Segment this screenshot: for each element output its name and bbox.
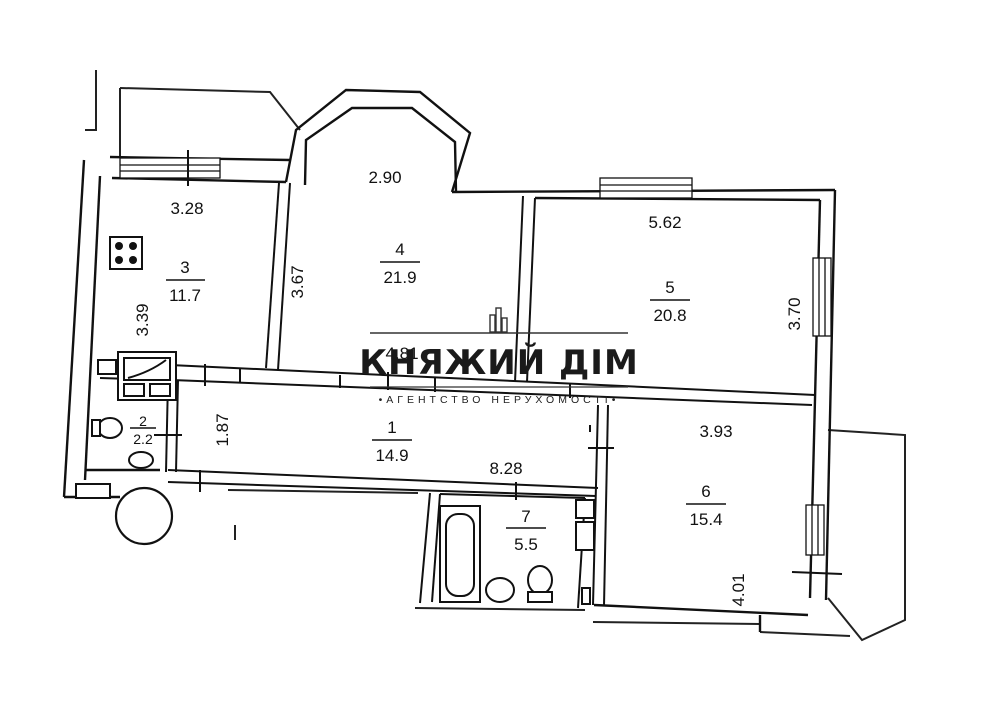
room-3-number: 3 (180, 258, 189, 277)
boiler-icon (97, 351, 177, 401)
dimension-room4-depth: 3.67 (288, 265, 307, 298)
dimension-kitchen-width: 3.28 (170, 199, 203, 218)
room-4-number: 4 (395, 240, 404, 259)
watermark-title: КНЯЖИЙ ДІМ (359, 342, 639, 383)
room-3-area: 11.7 (169, 286, 201, 305)
dimension-hall-length: 8.28 (489, 459, 522, 478)
dimension-room5-width: 5.62 (648, 213, 681, 232)
dimension-kitchen-depth: 3.39 (133, 303, 152, 336)
room-6-area: 15.4 (689, 510, 722, 529)
room-5-area: 20.8 (653, 306, 686, 325)
watermark: КНЯЖИЙ ДІМ •АГЕНТСТВО НЕРУХОМОСТІ• (359, 307, 639, 406)
room-6-number: 6 (701, 482, 710, 501)
room-1-area: 14.9 (375, 446, 408, 465)
dimension-room6-depth: 4.01 (729, 573, 748, 606)
surrounding-lines (85, 70, 906, 642)
toilet-icon (91, 417, 154, 469)
dimension-room6-width: 3.93 (699, 422, 732, 441)
dimension-room4-bottom: 4.81 (385, 344, 418, 363)
room-7-number: 7 (521, 507, 530, 526)
washer-icon (575, 499, 595, 605)
room-labels (130, 261, 726, 529)
dimension-room4-top: 2.90 (368, 168, 401, 187)
room-2-area: 2.2 (133, 431, 153, 447)
room-4-area: 21.9 (383, 268, 416, 287)
room-2-number: 2 (139, 413, 147, 429)
room-1-number: 1 (387, 418, 396, 437)
stove-icon (109, 236, 143, 270)
dimension-hall-width: 1.87 (213, 413, 232, 446)
door-marks (154, 150, 843, 575)
windows (119, 157, 832, 556)
manhole-icon (75, 483, 174, 546)
bathtub-icon (439, 505, 481, 603)
interior-walls (99, 182, 816, 609)
sink-icon (485, 565, 553, 603)
building-logo-icon (489, 307, 508, 333)
dimension-room5-depth: 3.70 (785, 297, 804, 330)
room-5-number: 5 (665, 278, 674, 297)
room-7-area: 5.5 (514, 535, 538, 554)
watermark-subtitle: •АГЕНТСТВО НЕРУХОМОСТІ• (379, 394, 620, 406)
